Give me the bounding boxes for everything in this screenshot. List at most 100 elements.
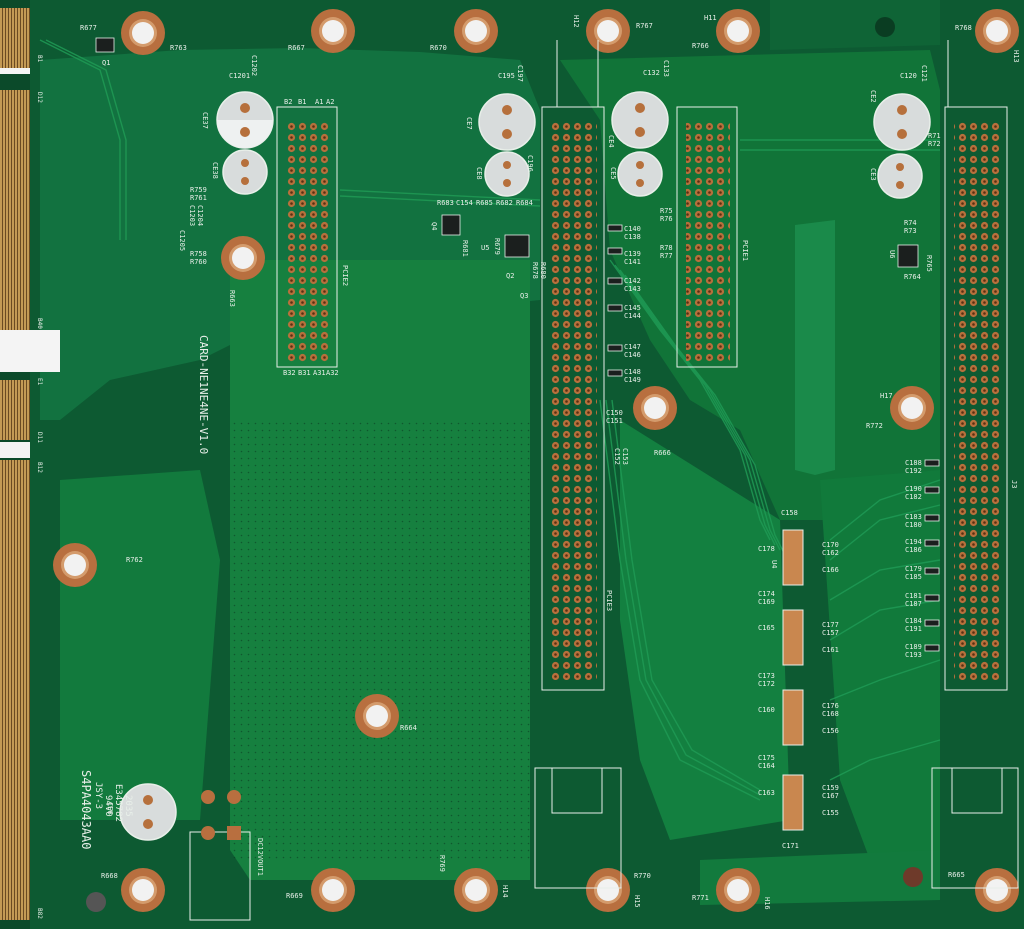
hole-label-h16: H16: [763, 897, 771, 910]
ecap-label-1: CE38: [211, 162, 219, 179]
ecap-label-2: CE7: [465, 117, 473, 130]
capacitor-label-57: C183: [905, 513, 922, 521]
label-pcie1: PCIE1: [741, 240, 749, 261]
ecap-label-4: CE4: [607, 135, 615, 148]
capacitor-label-25: C150: [606, 409, 623, 417]
ecap-label-0: CE37: [201, 112, 209, 129]
ecap-label-5: CE5: [609, 167, 617, 180]
capacitor-label-10: C120: [900, 72, 917, 80]
ic-label-u4: U4: [770, 560, 778, 568]
resistor-label-3: R670: [430, 44, 447, 52]
resistor-label-2: R667: [288, 44, 305, 52]
power-header: [189, 790, 251, 921]
hole-label-h13: H13: [1012, 50, 1020, 63]
silkscreen-text: CARD-NE1NE4NE-V1.0 S4PA4043AA0 JSY-3 94V…: [36, 14, 1020, 919]
resistor-label-21: R772: [866, 422, 883, 430]
hole-label-h17: H17: [880, 392, 893, 400]
capacitor-label-38: C157: [822, 629, 839, 637]
resistor-label-7: R759: [190, 186, 207, 194]
capacitor-label-63: C181: [905, 592, 922, 600]
capacitor-label-27: C152: [613, 448, 621, 465]
capacitor-label-55: C190: [905, 485, 922, 493]
capacitor-label-20: C144: [624, 312, 641, 320]
capacitor-label-40: C173: [758, 672, 775, 680]
board-title: CARD-NE1NE4NE-V1.0: [197, 335, 210, 454]
capacitor-label-65: C184: [905, 617, 922, 625]
marking-line-1: JSY-3: [93, 782, 103, 809]
capacitor-label-3: C1204: [196, 205, 204, 226]
resistor-label-30: R765: [925, 255, 933, 272]
capacitor-label-47: C164: [758, 762, 775, 770]
capacitor-label-52: C171: [782, 842, 799, 850]
finger-label-b12: B12: [36, 462, 43, 473]
capacitor-label-44: C168: [822, 710, 839, 718]
resistor-label-27: R72: [928, 140, 941, 148]
resistor-label-14: R682: [496, 199, 513, 207]
capacitor-label-21: C147: [624, 343, 641, 351]
resistor-label-6: R768: [955, 24, 972, 32]
pin-label-a31: A31: [313, 369, 326, 377]
resistor-label-23: R76: [660, 215, 673, 223]
capacitor-label-62: C185: [905, 573, 922, 581]
capacitor-label-17: C142: [624, 277, 641, 285]
smd-parts: [95, 37, 940, 652]
marking-line-3: E345782: [113, 784, 123, 822]
resistor-label-8: R761: [190, 194, 207, 202]
resistor-label-20: R666: [654, 449, 671, 457]
resistor-label-9: R758: [190, 250, 207, 258]
capacitor-label-26: C151: [606, 417, 623, 425]
resistor-label-38: R771: [692, 894, 709, 902]
capacitor-label-60: C186: [905, 546, 922, 554]
capacitor-label-59: C194: [905, 538, 922, 546]
resistor-label-33: R664: [400, 724, 417, 732]
capacitor-label-41: C172: [758, 680, 775, 688]
resistor-label-10: R760: [190, 258, 207, 266]
j3-connector: [931, 40, 1019, 889]
capacitor-label-30: C178: [758, 545, 775, 553]
finger-label-d11: D11: [36, 432, 43, 443]
capacitor-label-56: C182: [905, 493, 922, 501]
finger-label-e1: E1: [36, 378, 43, 386]
pin-label-b1: B1: [298, 98, 306, 106]
capacitor-label-35: C169: [758, 598, 775, 606]
resistor-label-29: R73: [904, 227, 917, 235]
pin-label-b2: B2: [284, 98, 292, 106]
capacitor-label-64: C187: [905, 600, 922, 608]
resistor-label-16: R681: [461, 240, 469, 257]
capacitor-label-32: C162: [822, 549, 839, 557]
resistor-label-24: R78: [660, 244, 673, 252]
capacitor-label-6: C197: [516, 65, 524, 82]
resistor-label-37: R770: [634, 872, 651, 880]
capacitor-label-36: C165: [758, 624, 775, 632]
ecap-label-6: CE2: [869, 90, 877, 103]
capacitor-label-51: C155: [822, 809, 839, 817]
resistor-label-12: R683: [437, 199, 454, 207]
resistor-label-1: R763: [170, 44, 187, 52]
resistor-label-22: R75: [660, 207, 673, 215]
capacitor-label-4: C1205: [178, 230, 186, 251]
finger-label-b40: B40: [36, 318, 43, 329]
capacitor-label-66: C191: [905, 625, 922, 633]
ecap-label-8: CE6: [106, 802, 114, 815]
capacitor-label-14: C138: [624, 233, 641, 241]
ic-label-u5: U5: [481, 244, 489, 252]
capacitor-label-11: C121: [920, 65, 928, 82]
capacitor-label-50: C167: [822, 792, 839, 800]
capacitor-label-49: C159: [822, 784, 839, 792]
pin-label-b32: B32: [283, 369, 296, 377]
label-j3: J3: [1010, 480, 1018, 488]
capacitor-label-1: C1202: [250, 55, 258, 76]
label-pcie3: PCIE3: [605, 590, 613, 611]
pcie2-connector: [276, 106, 338, 368]
capacitor-label-39: C161: [822, 646, 839, 654]
capacitor-label-43: C176: [822, 702, 839, 710]
capacitor-label-19: C145: [624, 304, 641, 312]
pin-label-a1: A1: [315, 98, 323, 106]
resistor-label-19: R680: [539, 262, 547, 279]
capacitor-label-46: C175: [758, 754, 775, 762]
capacitor-label-15: C139: [624, 250, 641, 258]
resistor-label-28: R74: [904, 219, 917, 227]
resistor-label-15: R684: [516, 199, 533, 207]
